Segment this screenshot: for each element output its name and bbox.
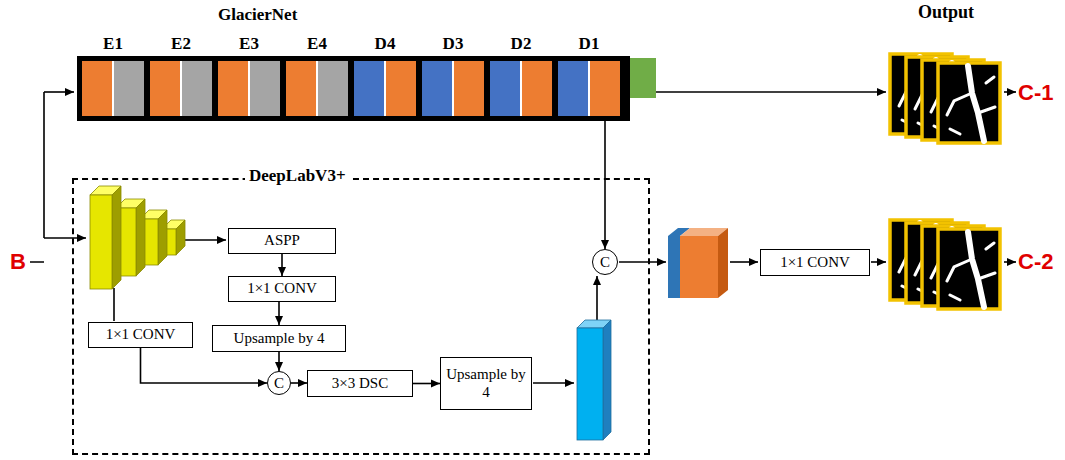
block-label: E3	[218, 34, 280, 54]
module-title: GlacierNet	[218, 5, 297, 25]
input-wires	[30, 92, 1016, 383]
encoder-block: E1	[82, 61, 144, 116]
block-label: D4	[354, 34, 416, 54]
node-text: Upsample by 4	[234, 330, 325, 347]
node-text: 3×3 DSC	[332, 375, 388, 392]
block-label: E4	[286, 34, 348, 54]
node-text: ASPP	[264, 232, 300, 249]
connector	[413, 383, 440, 385]
connector	[291, 382, 307, 384]
connector	[278, 352, 280, 371]
decoder-block: D1	[558, 61, 620, 116]
block-label: D2	[490, 34, 552, 54]
encoder-backbone	[90, 186, 185, 289]
concat-circle: C	[267, 371, 291, 395]
decoder-block: D3	[422, 61, 484, 116]
node-text: 1×1 CONV	[247, 280, 317, 297]
decoder-block: D2	[490, 61, 552, 116]
decoder-block: D4	[354, 61, 416, 116]
process-box: 1×1 CONV	[760, 249, 870, 276]
connector	[604, 121, 606, 249]
output-label: C-1	[1018, 80, 1053, 106]
concat-circle: C	[592, 249, 618, 275]
output-title: Output	[918, 2, 974, 23]
network-bar: GlacierNetE1E2E3E4D4D3D2D1	[77, 56, 630, 121]
node-text: C	[600, 254, 610, 271]
module-title: DeepLabV3+	[245, 166, 350, 186]
output-masks	[890, 54, 1000, 143]
encoder-block: E2	[150, 61, 212, 116]
node-text: Upsample by 4	[445, 366, 527, 401]
block-label: E1	[82, 34, 144, 54]
process-box: Upsample by 4	[212, 325, 346, 352]
concat-tensor	[668, 228, 728, 298]
connector	[278, 302, 280, 325]
block-label: D3	[422, 34, 484, 54]
output-layer	[630, 58, 656, 98]
input-label: B	[10, 249, 26, 275]
process-box: ASPP	[228, 228, 336, 254]
feature-map	[577, 320, 611, 440]
block-label: D1	[558, 34, 620, 54]
block-label: E2	[150, 34, 212, 54]
process-box: 3×3 DSC	[307, 370, 413, 397]
module-region: DeepLabV3+ASPP1×1 CONVUpsample by 41×1 C…	[72, 178, 650, 455]
process-box: 1×1 CONV	[88, 322, 193, 348]
node-text: 1×1 CONV	[780, 254, 850, 271]
node-text: C	[274, 375, 284, 392]
process-box: Upsample by 4	[440, 357, 532, 410]
output-masks	[890, 220, 1000, 309]
connector	[281, 254, 283, 276]
connector	[141, 348, 268, 383]
encoder-block: E4	[286, 61, 348, 116]
process-box: 1×1 CONV	[228, 276, 336, 302]
encoder-block: E3	[218, 61, 280, 116]
node-text: 1×1 CONV	[106, 326, 176, 343]
output-label: C-2	[1018, 249, 1053, 275]
